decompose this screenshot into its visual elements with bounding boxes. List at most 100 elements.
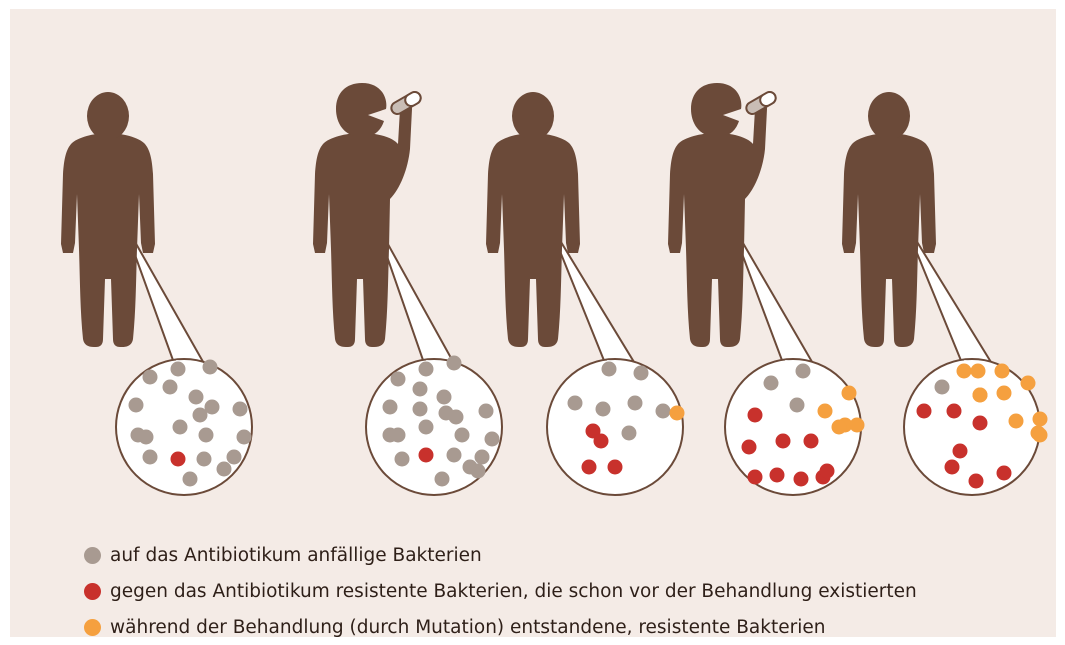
person-head-icon	[336, 83, 386, 137]
bacterium-susceptible	[227, 450, 242, 465]
bacterium-susceptible	[656, 404, 671, 419]
person-neck	[100, 133, 116, 143]
bacterium-resistant	[794, 472, 809, 487]
bacterium-susceptible	[173, 420, 188, 435]
bacteria-magnifier	[547, 359, 683, 495]
person-neck	[525, 133, 541, 143]
legend-item-susceptible: auf das Antibiotikum anfällige Bakterien	[84, 537, 917, 573]
bacterium-susceptible	[143, 370, 158, 385]
bacterium-mutated	[971, 364, 986, 379]
bacterium-susceptible	[391, 372, 406, 387]
bacterium-susceptible	[628, 396, 643, 411]
bacterium-susceptible	[413, 382, 428, 397]
bacterium-susceptible	[419, 362, 434, 377]
person-neck	[709, 131, 725, 145]
bacterium-susceptible	[471, 464, 486, 479]
bacterium-susceptible	[183, 472, 198, 487]
bacterium-resistant	[973, 416, 988, 431]
bacterium-resistant	[997, 466, 1012, 481]
bacterium-susceptible	[203, 360, 218, 375]
bacterium-resistant	[969, 474, 984, 489]
bacterium-susceptible	[596, 402, 611, 417]
bacterium-mutated	[1033, 412, 1048, 427]
bacterium-susceptible	[419, 420, 434, 435]
bacterium-susceptible	[475, 450, 490, 465]
scene-5	[842, 92, 1048, 495]
bacterium-susceptible	[485, 432, 500, 447]
legend-item-mutated: während der Behandlung (durch Mutation) …	[84, 609, 917, 645]
legend-label-mutated: während der Behandlung (durch Mutation) …	[110, 617, 825, 638]
legend-dot-susceptible-icon	[84, 547, 101, 564]
legend-item-resistant: gegen das Antibiotikum resistente Bakter…	[84, 573, 917, 609]
bacterium-resistant	[770, 468, 785, 483]
scene-3	[486, 92, 685, 495]
bacterium-mutated	[957, 364, 972, 379]
bacterium-susceptible	[435, 472, 450, 487]
bacterium-resistant	[748, 470, 763, 485]
person-head-icon	[512, 92, 554, 140]
bacterium-resistant	[917, 404, 932, 419]
bacterium-resistant	[820, 464, 835, 479]
bacterium-resistant	[804, 434, 819, 449]
legend-dot-resistant-icon	[84, 583, 101, 600]
bacterium-susceptible	[143, 450, 158, 465]
bacterium-susceptible	[796, 364, 811, 379]
bacterium-susceptible	[437, 390, 452, 405]
scene-4	[668, 83, 865, 495]
scene-2	[313, 83, 502, 495]
bacterium-susceptible	[395, 452, 410, 467]
legend-label-susceptible: auf das Antibiotikum anfällige Bakterien	[110, 545, 482, 566]
bacterium-mutated	[832, 420, 847, 435]
bacterium-susceptible	[189, 390, 204, 405]
legend-label-resistant: gegen das Antibiotikum resistente Bakter…	[110, 581, 917, 602]
bacterium-mutated	[995, 364, 1010, 379]
bacterium-susceptible	[383, 400, 398, 415]
bacterium-susceptible	[634, 366, 649, 381]
person-head-icon	[691, 83, 741, 137]
bacterium-susceptible	[217, 462, 232, 477]
bacterium-susceptible	[391, 428, 406, 443]
person-body-icon	[486, 133, 580, 347]
bacterium-susceptible	[199, 428, 214, 443]
bacterium-resistant	[419, 448, 434, 463]
bacterium-mutated	[670, 406, 685, 421]
bacterium-susceptible	[790, 398, 805, 413]
bacterium-susceptible	[171, 362, 186, 377]
legend-dot-mutated-icon	[84, 619, 101, 636]
bacterium-resistant	[748, 408, 763, 423]
bacterium-susceptible	[447, 356, 462, 371]
bacterium-resistant	[945, 460, 960, 475]
bacterium-susceptible	[447, 448, 462, 463]
bacterium-resistant	[582, 460, 597, 475]
bacterium-resistant	[171, 452, 186, 467]
bacterium-resistant	[608, 460, 623, 475]
bacterium-susceptible	[764, 376, 779, 391]
person-neck	[354, 131, 370, 145]
bacterium-mutated	[1009, 414, 1024, 429]
scene-1	[61, 92, 252, 495]
bacterium-susceptible	[439, 406, 454, 421]
person-head-icon	[87, 92, 129, 140]
bacterium-resistant	[947, 404, 962, 419]
bacterium-mutated	[818, 404, 833, 419]
bacterium-susceptible	[413, 402, 428, 417]
bacterium-mutated	[1021, 376, 1036, 391]
bacterium-susceptible	[568, 396, 583, 411]
person-body-icon	[61, 133, 155, 347]
bacterium-susceptible	[129, 398, 144, 413]
diagram-panel: auf das Antibiotikum anfällige Bakterien…	[10, 9, 1056, 637]
bacterium-susceptible	[139, 430, 154, 445]
bacterium-mutated	[850, 418, 865, 433]
bacterium-mutated	[997, 386, 1012, 401]
bacterium-susceptible	[163, 380, 178, 395]
bacterium-susceptible	[455, 428, 470, 443]
bacterium-susceptible	[935, 380, 950, 395]
bacterium-susceptible	[622, 426, 637, 441]
bacterium-mutated	[842, 386, 857, 401]
bacterium-susceptible	[237, 430, 252, 445]
bacterium-resistant	[742, 440, 757, 455]
bacterium-susceptible	[197, 452, 212, 467]
bacterium-mutated	[973, 388, 988, 403]
antibiotic-resistance-illustration	[10, 9, 1056, 529]
legend: auf das Antibiotikum anfällige Bakterien…	[84, 537, 917, 645]
